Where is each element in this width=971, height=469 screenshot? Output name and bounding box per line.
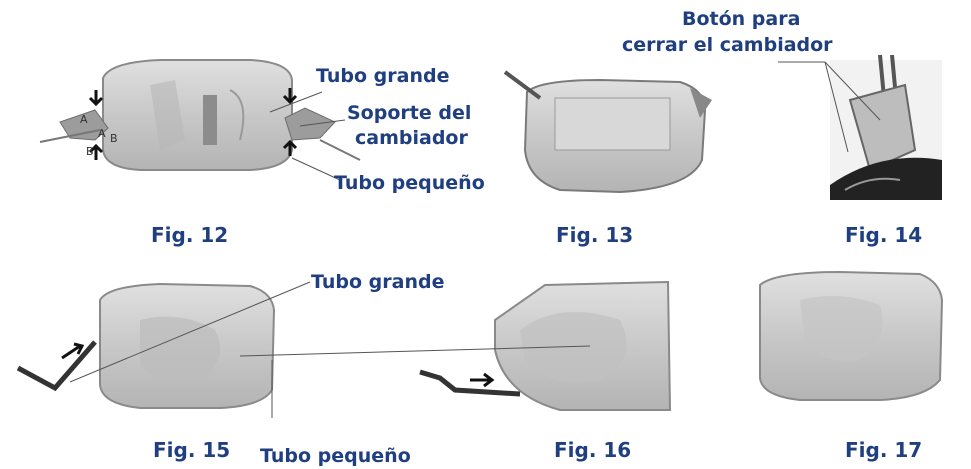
fig16-changer-image bbox=[419, 280, 672, 411]
label-boton-line2: cerrar el cambiador bbox=[622, 34, 833, 56]
fig12-leader-lines bbox=[269, 91, 346, 181]
label-tubo-grande-bottom: Tubo grande bbox=[311, 271, 445, 293]
caption-fig-12: Fig. 12 bbox=[151, 223, 229, 247]
diagram-letter-a: A bbox=[80, 113, 88, 126]
fig14-button-image bbox=[830, 54, 942, 200]
label-tubo-grande: Tubo grande bbox=[316, 65, 450, 87]
fig17-changer-image bbox=[759, 270, 944, 401]
caption-fig-17: Fig. 17 bbox=[845, 438, 923, 462]
caption-fig-15: Fig. 15 bbox=[153, 438, 231, 462]
fig12-changer-image bbox=[39, 59, 361, 171]
label-soporte-line2: cambiador bbox=[355, 127, 468, 149]
fig15-16-leader-lines bbox=[69, 281, 591, 418]
label-soporte-line1: Soporte del bbox=[347, 102, 472, 124]
diagram-letter-b: B bbox=[86, 145, 94, 158]
fig13-changer-image bbox=[503, 70, 712, 194]
label-tubo-pequeno: Tubo pequeño bbox=[334, 172, 485, 194]
caption-fig-14: Fig. 14 bbox=[845, 223, 923, 247]
diagram-letter-a: A bbox=[98, 127, 106, 140]
fig14-leader-lines bbox=[778, 61, 881, 153]
caption-fig-16: Fig. 16 bbox=[554, 438, 632, 462]
label-boton-line1: Botón para bbox=[682, 8, 801, 30]
label-tubo-pequeno-bottom: Tubo pequeño bbox=[260, 445, 411, 467]
fig15-changer-image bbox=[16, 282, 276, 409]
diagram-letter-b: B bbox=[110, 132, 118, 145]
caption-fig-13: Fig. 13 bbox=[556, 223, 634, 247]
